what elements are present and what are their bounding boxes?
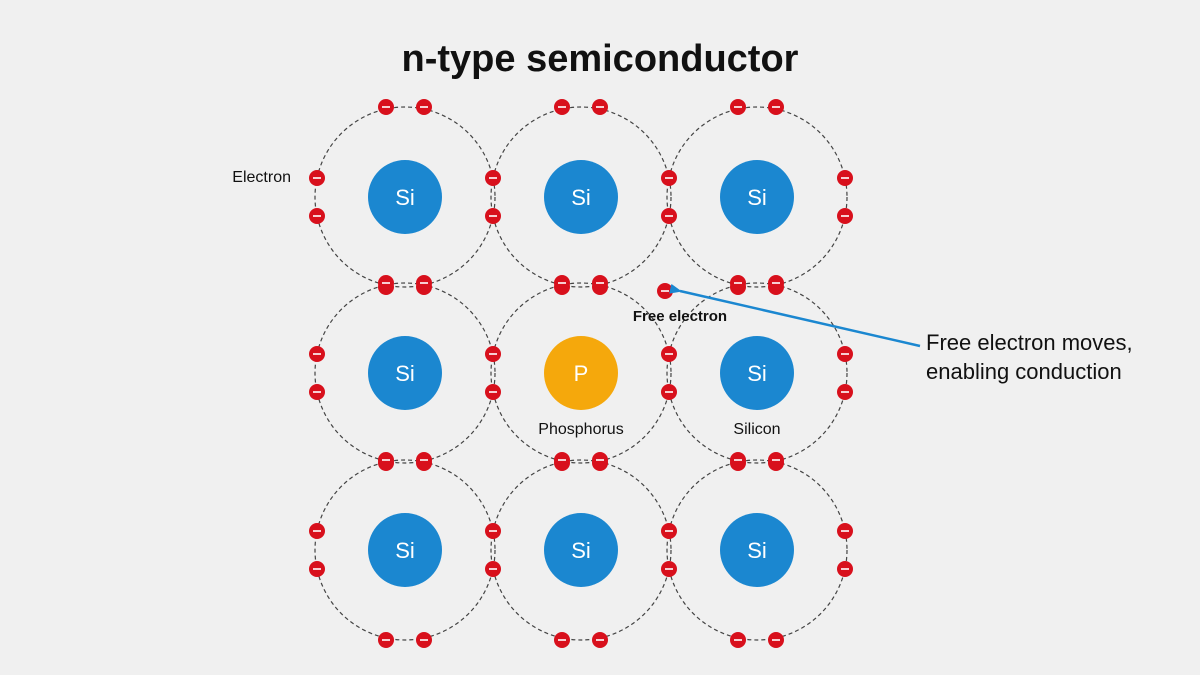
callout-arrow [669,283,921,348]
orbit-ring [490,106,672,288]
electron [485,561,501,577]
silicon-label: Silicon [733,421,780,438]
silicon-atom: Si [720,336,794,410]
electron [768,452,784,468]
free-electron-label: Free electron [633,308,727,325]
silicon-atom: Si [720,513,794,587]
electron [730,99,746,115]
electron [661,384,677,400]
electron [768,99,784,115]
silicon-atom: Si [544,160,618,234]
electron [416,632,432,648]
electron [309,523,325,539]
electron [485,384,501,400]
orbit-ring [666,459,848,641]
electron [730,275,746,291]
electron [730,452,746,468]
atom-symbol: Si [747,361,767,386]
electron [309,384,325,400]
electron [554,275,570,291]
valence-electrons [309,99,853,648]
callout-line-2: enabling conduction [926,359,1122,384]
electron [837,561,853,577]
electron [661,208,677,224]
silicon-atom: Si [368,513,442,587]
electron [837,384,853,400]
electron [378,275,394,291]
silicon-atom: Si [720,160,794,234]
callout-line-1: Free electron moves, [926,330,1133,355]
electron [485,208,501,224]
electron [768,275,784,291]
electron [837,346,853,362]
electron [837,208,853,224]
electron [592,275,608,291]
orbit-ring [666,282,848,464]
atom-symbol: Si [395,361,415,386]
electron [416,275,432,291]
electron [378,452,394,468]
orbit-ring [490,282,672,464]
electron [592,452,608,468]
atom-symbol: P [574,361,589,386]
electron [837,523,853,539]
diagram-title: n-type semiconductor [401,38,799,80]
electron [554,452,570,468]
conduction-callout: Free electron moves, enabling conduction [926,328,1186,386]
electron [309,170,325,186]
electron [592,99,608,115]
electron [661,561,677,577]
electron [661,170,677,186]
phosphorus-label: Phosphorus [538,421,623,438]
electron [837,170,853,186]
atom-symbol: Si [395,538,415,563]
electron [309,208,325,224]
atom-symbol: Si [571,185,591,210]
orbit-ring [314,106,496,288]
atom-symbol: Si [747,538,767,563]
electron [485,346,501,362]
atom-symbol: Si [571,538,591,563]
electron [378,632,394,648]
phosphorus-atom: P [544,336,618,410]
electron [730,632,746,648]
electron [416,99,432,115]
orbit-ring [314,282,496,464]
electron [309,346,325,362]
orbit-ring [490,459,672,641]
electron [592,632,608,648]
electron-label: Electron [232,169,291,186]
electron [554,632,570,648]
electron [661,346,677,362]
silicon-atom: Si [368,336,442,410]
electron [309,561,325,577]
electron [485,523,501,539]
orbit-ring [666,106,848,288]
electron [554,99,570,115]
silicon-atom: Si [368,160,442,234]
electron [485,170,501,186]
atom-symbol: Si [395,185,415,210]
electron [661,523,677,539]
silicon-atom: Si [544,513,618,587]
orbit-rings [314,106,848,641]
free-electron [657,283,673,299]
orbit-ring [314,459,496,641]
atom-symbol: Si [747,185,767,210]
electron [416,452,432,468]
electron [378,99,394,115]
electron [768,632,784,648]
